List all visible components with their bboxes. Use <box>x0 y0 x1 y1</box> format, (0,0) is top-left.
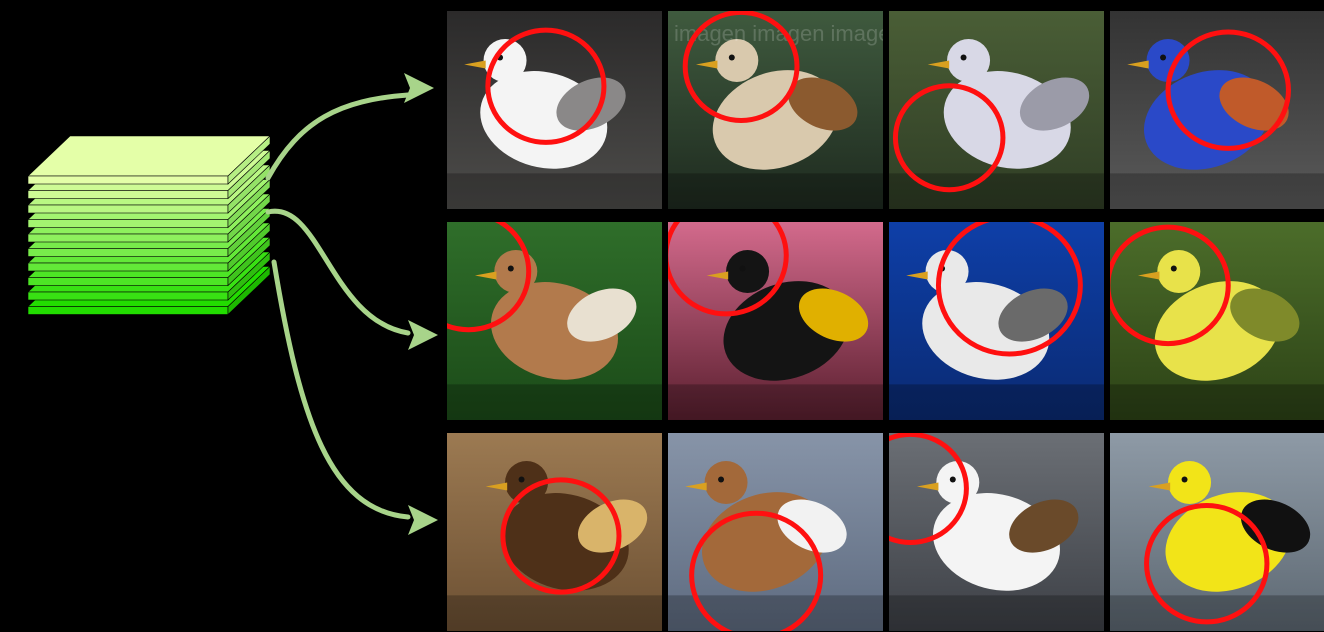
arrow-group <box>268 73 438 535</box>
bird-tile-thrush <box>408 213 662 420</box>
bird-photo: imagen imagen image <box>668 11 890 209</box>
bird-head <box>936 461 979 504</box>
bird-photo <box>1110 11 1324 209</box>
feature-map-stack <box>28 136 270 315</box>
bird-tile-sandpiper <box>855 433 1104 631</box>
bird-eye <box>950 477 956 483</box>
bird-image-grid: imagen imagen image <box>408 11 1324 632</box>
bird-head <box>1157 250 1200 293</box>
photo-ground <box>447 173 662 209</box>
layer-front-face <box>28 176 228 184</box>
bird-eye <box>718 477 724 483</box>
feature-layer <box>28 136 270 184</box>
photo-ground <box>668 595 883 631</box>
layer-front-face <box>28 249 228 257</box>
arrow-head <box>408 505 438 535</box>
bird-eye <box>1171 266 1177 272</box>
bird-eye <box>508 266 514 272</box>
bird-photo <box>447 433 662 631</box>
layer-front-face <box>28 234 228 242</box>
bird-photo <box>668 433 883 632</box>
photo-ground <box>1110 173 1324 209</box>
bird-photo <box>1110 433 1324 631</box>
bird-tile-shrike <box>889 217 1104 420</box>
layer-front-face <box>28 292 228 300</box>
bird-head <box>947 39 990 82</box>
bird-eye <box>740 266 746 272</box>
bird-tile-gull <box>447 11 662 209</box>
arrow <box>268 73 434 178</box>
arrow-shaft <box>268 211 408 333</box>
photo-ground <box>1110 595 1324 631</box>
bird-photo <box>889 11 1104 209</box>
photo-ground <box>668 173 883 209</box>
layer-front-face <box>28 307 228 315</box>
bird-photo <box>666 197 883 420</box>
bird-tile-sparrow: imagen imagen image <box>668 11 890 209</box>
photo-ground <box>447 595 662 631</box>
photo-ground <box>447 384 662 420</box>
bird-tile-heron <box>889 11 1104 209</box>
bird-head <box>726 250 769 293</box>
bird-tile-bluebird <box>1110 11 1324 209</box>
bird-tile-kestrel <box>668 433 883 632</box>
bird-eye <box>519 477 525 483</box>
bird-photo <box>889 217 1104 420</box>
bird-tile-goldfinch <box>1110 433 1324 631</box>
arrow-shaft <box>268 95 408 178</box>
arrow-head <box>404 73 434 103</box>
bird-tile-blackbird <box>666 197 883 420</box>
arrow <box>268 211 438 350</box>
bird-photo <box>447 11 662 209</box>
layer-front-face <box>28 263 228 271</box>
bird-photo <box>855 433 1104 631</box>
photo-ground <box>889 173 1104 209</box>
arrow-head <box>408 320 438 350</box>
layer-front-face <box>28 278 228 286</box>
bird-eye <box>729 55 735 61</box>
layer-front-face <box>28 220 228 228</box>
layer-front-face <box>28 191 228 199</box>
bird-head <box>1168 461 1211 504</box>
photo-ground <box>889 595 1104 631</box>
bird-photo <box>408 213 662 420</box>
bird-eye <box>1182 477 1188 483</box>
bird-head <box>705 461 748 504</box>
bird-eye <box>1160 55 1166 61</box>
bird-tile-warbler <box>1108 222 1324 420</box>
arrow-shaft <box>274 262 408 517</box>
bird-eye <box>961 55 967 61</box>
photo-ground <box>668 384 883 420</box>
layer-front-face <box>28 205 228 213</box>
photo-ground <box>1110 384 1324 420</box>
layer-top-face <box>28 136 270 176</box>
bird-tile-hawk <box>447 433 662 631</box>
photo-ground <box>889 384 1104 420</box>
bird-photo <box>1108 222 1324 420</box>
